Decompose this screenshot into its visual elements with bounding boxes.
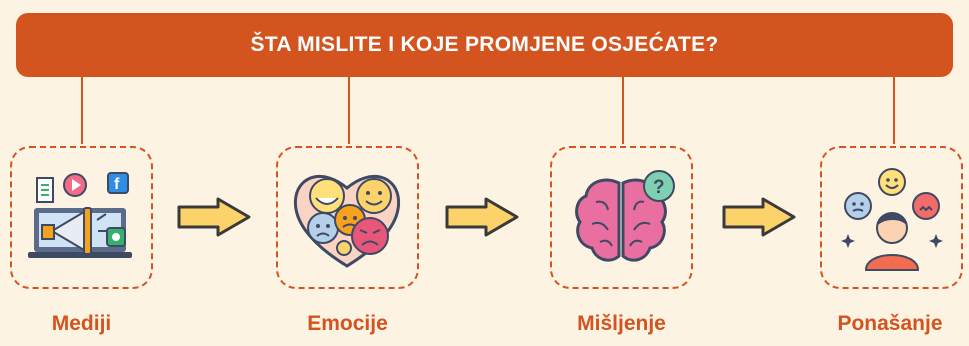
step-label-misljenje: Mišljenje bbox=[577, 312, 666, 335]
connector-line-3 bbox=[622, 77, 624, 144]
emotions-heart-icon bbox=[293, 175, 401, 268]
person-emotions-icon bbox=[841, 168, 943, 271]
flow-arrow-icon-1 bbox=[177, 197, 251, 237]
connector-line-2 bbox=[348, 77, 350, 144]
svg-text:f: f bbox=[114, 176, 120, 193]
step-box-misljenje: ? bbox=[550, 146, 693, 289]
step-box-emocije bbox=[276, 146, 419, 289]
step-label-emocije: Emocije bbox=[307, 312, 388, 335]
flow-arrow-icon-3 bbox=[722, 197, 796, 237]
brain-question-icon: ? bbox=[575, 170, 675, 262]
connector-line-1 bbox=[81, 77, 83, 144]
step-label-mediji: Mediji bbox=[51, 312, 112, 335]
flow-arrow-icon-2 bbox=[445, 197, 519, 237]
connector-line-4 bbox=[893, 77, 895, 144]
media-megaphone-icon: f bbox=[28, 172, 132, 258]
step-box-mediji: f bbox=[10, 146, 153, 289]
svg-text:?: ? bbox=[653, 177, 665, 198]
header-banner: ŠTA MISLITE I KOJE PROMJENE OSJEĆATE? bbox=[16, 13, 953, 77]
header-title: ŠTA MISLITE I KOJE PROMJENE OSJEĆATE? bbox=[250, 33, 719, 56]
step-box-ponasanje bbox=[820, 146, 963, 289]
step-label-ponasanje: Ponašanje bbox=[837, 312, 943, 335]
